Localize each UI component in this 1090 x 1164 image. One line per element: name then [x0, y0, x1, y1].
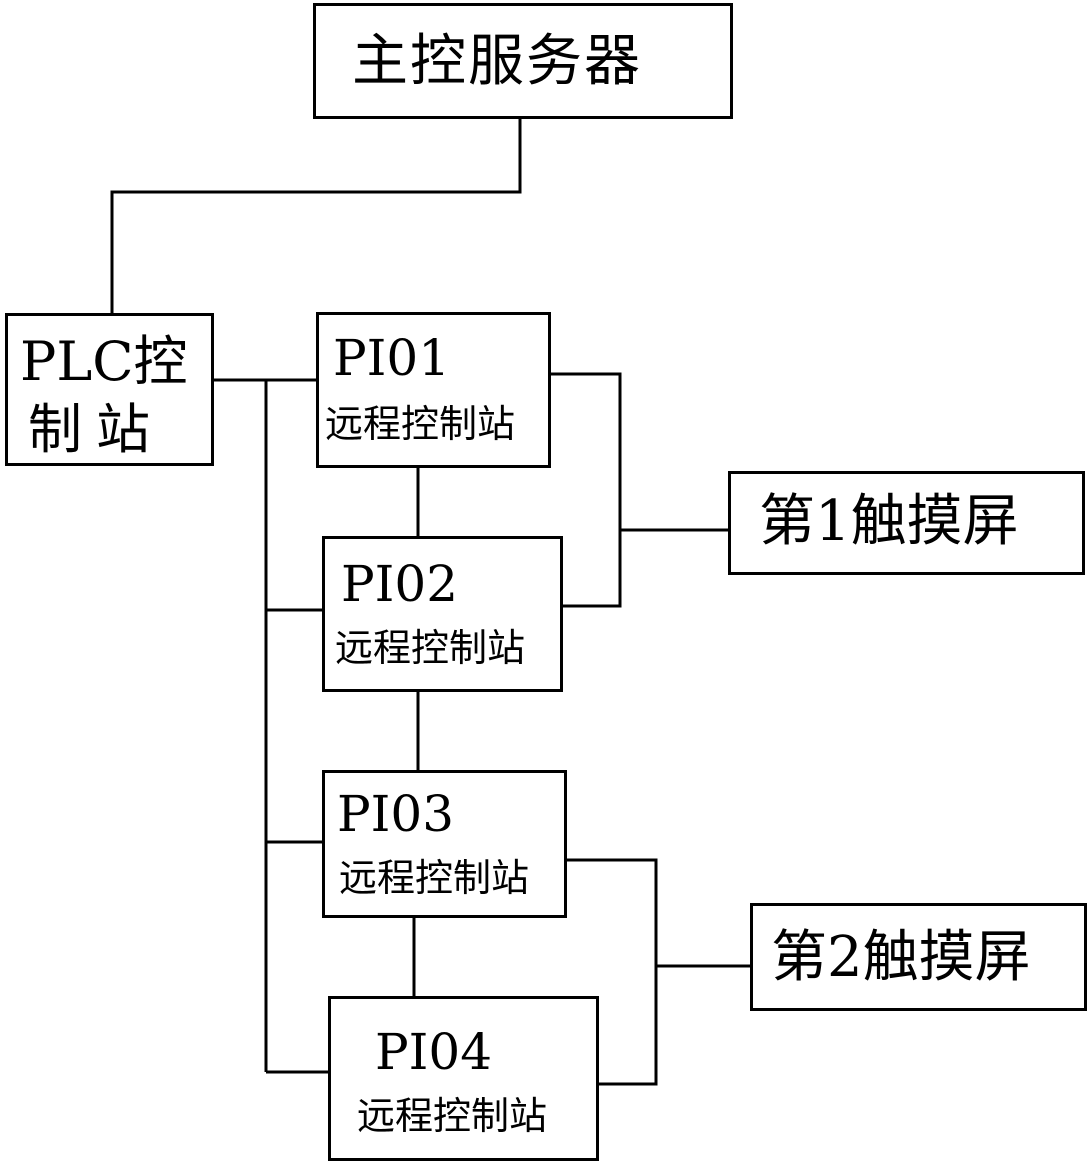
- touch-screen-1-box: 第1触摸屏: [728, 471, 1085, 575]
- touch-screen-1-label: 第1触摸屏: [759, 489, 1019, 554]
- station-pi03-code: PI03: [337, 785, 455, 843]
- station-pi01-code: PI01: [333, 329, 451, 387]
- station-pi01-box: PI01 远程控制站: [316, 312, 551, 468]
- station-pi02-name: 远程控制站: [335, 626, 526, 670]
- link-server-plc: [110, 117, 522, 315]
- plc-label-line2: 制站: [28, 398, 164, 461]
- station-pi03-name: 远程控制站: [339, 856, 530, 900]
- station-pi02-box: PI02 远程控制站: [322, 536, 563, 692]
- station-pi02-code: PI02: [341, 555, 459, 613]
- station-pi04-code: PI04: [375, 1023, 493, 1081]
- touch-screen-2-label: 第2触摸屏: [771, 925, 1031, 990]
- main-server-label: 主控服务器: [352, 29, 642, 94]
- main-server-box: 主控服务器: [313, 3, 733, 119]
- station-pi04-box: PI04 远程控制站: [328, 996, 599, 1161]
- link-pi03-screen2: [566, 858, 658, 1086]
- plc-label-line1: PLC控: [20, 330, 188, 393]
- station-pi04-name: 远程控制站: [357, 1094, 548, 1138]
- plc-control-station-box: PLC控 制站: [5, 313, 214, 466]
- station-pi03-box: PI03 远程控制站: [322, 770, 567, 918]
- touch-screen-2-box: 第2触摸屏: [750, 903, 1087, 1011]
- link-pi01-screen1: [550, 372, 622, 608]
- station-pi01-name: 远程控制站: [325, 402, 516, 446]
